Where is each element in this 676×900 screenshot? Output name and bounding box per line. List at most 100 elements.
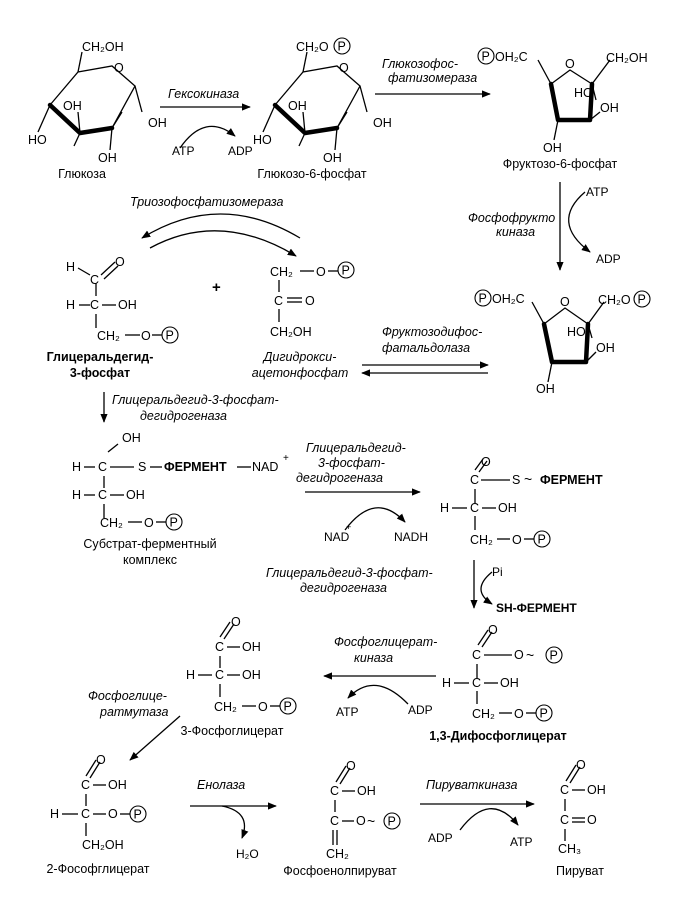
substrate-enzyme-complex: OH H C S ФЕРМЕНТ NAD + H C OH CH₂ O P Су… xyxy=(72,431,289,567)
hexokinase-adp: ADP xyxy=(228,144,253,158)
sec-o: O xyxy=(144,516,154,530)
pgk-atp: ATP xyxy=(336,705,358,719)
thio-oh: OH xyxy=(498,501,517,515)
atp-adp-curve xyxy=(179,125,236,149)
isomerase-label-2: фатизомераза xyxy=(388,71,477,85)
dhap-o2: O xyxy=(305,294,315,308)
gap-p: P xyxy=(166,329,174,343)
gap-o2: O xyxy=(141,329,151,343)
pk-atp: ATP xyxy=(510,835,532,849)
pg2-o2: O xyxy=(108,807,118,821)
pk-adp-atp-curve xyxy=(459,808,519,831)
pg3-p: P xyxy=(284,700,292,714)
gap-phosphate-circle xyxy=(161,326,179,344)
pg2-oh1: OH xyxy=(108,778,127,792)
pep-structure: O C OH C O ~ P CH₂ Фосфоенолпируват xyxy=(283,759,401,878)
bpg-c1: C xyxy=(472,648,481,662)
aldolase-label-2: фатальдолаза xyxy=(382,341,470,355)
thio-h: H xyxy=(440,501,449,515)
glucose-ring-o: O xyxy=(114,61,124,75)
pg3-c2: C xyxy=(215,668,224,682)
pfk-atp: ATP xyxy=(586,185,608,199)
sec-phosphate-circle xyxy=(165,513,183,531)
glucose-ch2oh: CH₂OH xyxy=(82,40,124,54)
pep-tilde: ~ xyxy=(367,813,375,829)
bpg-tilde: ~ xyxy=(526,647,534,663)
pyr-c2: C xyxy=(560,813,569,827)
pg2-h: H xyxy=(50,807,59,821)
aldolase-label-1: Фруктозодифос- xyxy=(382,325,482,339)
pgk-adp-atp-curve xyxy=(347,684,409,705)
g6p-oh-b: OH xyxy=(373,116,392,130)
fbp-phosphate-circle-2 xyxy=(633,290,651,308)
gapdh2-nadh: NADH xyxy=(394,530,428,544)
sec-name-2: комплекс xyxy=(123,553,177,567)
pg3-oh2: OH xyxy=(242,668,261,682)
gap-c2: C xyxy=(90,298,99,312)
enolase-label: Енолаза xyxy=(197,778,245,792)
dhap-ch2oh: CH₂OH xyxy=(270,325,312,339)
dhap-name-1: Дигидрокси- xyxy=(262,350,337,364)
f6p-oh-a: OH xyxy=(600,101,619,115)
thio-c2: C xyxy=(470,501,479,515)
enolase-water: H₂O xyxy=(236,847,259,861)
sec-p: P xyxy=(170,516,178,530)
sec-oh: OH xyxy=(126,488,145,502)
gapdh2-label-2: 3-фосфат- xyxy=(318,456,385,470)
dhap-o1: O xyxy=(316,265,326,279)
gapdh3-label-1: Глицеральдегид-3-фосфат- xyxy=(266,566,433,580)
sec-nad: NAD xyxy=(252,460,278,474)
pep-name: Фосфоенолпируват xyxy=(283,864,397,878)
gap-h2: H xyxy=(66,298,75,312)
pg2-ch2oh: CH₂OH xyxy=(82,838,124,852)
thio-c1: C xyxy=(470,473,479,487)
pep-o2: O xyxy=(356,814,366,828)
bpg-name: 1,3-Дифосфоглицерат xyxy=(429,729,567,743)
gap-o: O xyxy=(115,255,125,269)
pgk-adp: ADP xyxy=(408,703,433,717)
fbp-ring-o: O xyxy=(560,295,570,309)
glucose-structure: CH₂OH O HO OH OH OH Глюкоза xyxy=(28,40,167,181)
tpi-label: Триозофосфатизомераза xyxy=(130,195,284,209)
sec-h1: H xyxy=(72,460,81,474)
bpg-h: H xyxy=(442,676,451,690)
pep-c1: C xyxy=(330,784,339,798)
pg3-c1: C xyxy=(215,640,224,654)
gap-c1: C xyxy=(90,273,99,287)
gapdh-step-2: Глицеральдегид- 3-фосфат- дегидрогеназа … xyxy=(296,441,428,544)
pgm-label-1: Фосфоглице- xyxy=(88,689,167,703)
gapdh-step-1: Глицеральдегид-3-фосфат- дегидрогеназа xyxy=(100,392,279,423)
f6p-name: Фруктозо-6-фосфат xyxy=(503,157,618,171)
thio-s: S xyxy=(512,473,520,487)
pk-adp: ADP xyxy=(428,831,453,845)
bpg-structure: O C O ~ P H C OH CH₂ O P 1,3-Дифосфоглиц… xyxy=(429,623,567,743)
f6p-oh-b: OH xyxy=(543,141,562,155)
pg2-name: 2-Фософглицерат xyxy=(46,862,149,876)
bpg-p1: P xyxy=(550,649,558,663)
gap-name-2: 3-фосфат xyxy=(70,366,130,380)
pgk-label-2: киназа xyxy=(354,651,393,665)
g6p-ho: HO xyxy=(253,133,272,147)
fructose-6-phosphate-structure: P OH₂C O CH₂OH HO OH OH Фруктозо-6-фосфа… xyxy=(477,47,648,171)
pfk-label-2: киназа xyxy=(496,225,535,239)
sec-nad-plus: + xyxy=(283,453,289,464)
fbp-ho: HO xyxy=(567,325,586,339)
isomerase-step: Глюкозофос- фатизомераза xyxy=(375,57,491,98)
g6p-ch2o: CH₂O xyxy=(296,40,329,54)
pyr-c1: C xyxy=(560,783,569,797)
g6p-oh-c: OH xyxy=(323,151,342,165)
fructose-bisphosphate-structure: P OH₂C O CH₂O P HO OH OH xyxy=(474,289,651,396)
pg2-c2: C xyxy=(81,807,90,821)
pg2-o: O xyxy=(96,753,106,767)
sec-h2: H xyxy=(72,488,81,502)
pi-curve xyxy=(480,571,493,605)
glucose-name: Глюкоза xyxy=(58,167,106,181)
pgk-step: Фосфоглицерат- киназа ATP ADP xyxy=(323,635,437,719)
g6p-name: Глюкозо-6-фосфат xyxy=(257,167,366,181)
pg3-o: O xyxy=(231,615,241,629)
pep-p: P xyxy=(388,815,396,829)
thio-o2: O xyxy=(512,533,522,547)
pg2-p: P xyxy=(134,808,142,822)
bpg-o3: O xyxy=(514,707,524,721)
tpi-arrow-lower xyxy=(149,230,297,257)
